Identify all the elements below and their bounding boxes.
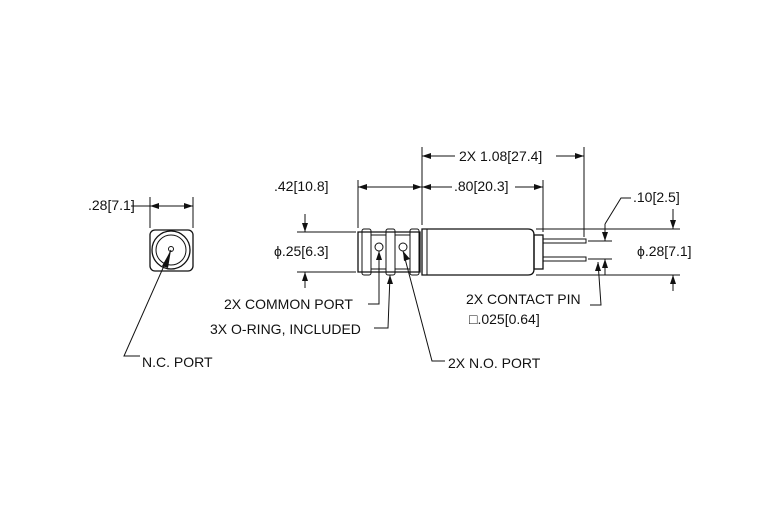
port-offset-label: .42[10.8]	[274, 178, 329, 194]
no-port-leader	[402, 250, 445, 362]
contact-pin-arrow	[595, 262, 601, 271]
contact-pin-size-label: □.025[0.64]	[469, 311, 540, 327]
body-dia-arrow-bottom	[670, 275, 676, 284]
side-view	[357, 228, 587, 276]
nc-port-arrow	[162, 250, 171, 268]
o-ring-callout: 3X O-RING, INCLUDED	[210, 274, 393, 337]
cart-dia-arrow-bottom	[302, 272, 308, 281]
contact-pin-upper	[542, 238, 587, 244]
body-length-arrow-left	[422, 184, 431, 190]
end-view-inner-circle	[155, 234, 187, 266]
o-ring-label: 3X O-RING, INCLUDED	[210, 321, 361, 337]
contact-pin-leader	[590, 261, 602, 306]
pin-spacing-label: .10[2.5]	[633, 189, 680, 205]
pin-arrow-bottom	[602, 259, 608, 268]
overall-arrow-left	[422, 153, 431, 159]
no-port-callout: 2X N.O. PORT	[402, 250, 541, 371]
no-port-hole	[398, 242, 408, 252]
no-port-label: 2X N.O. PORT	[448, 355, 541, 371]
body-length-dim: .80[20.3]	[422, 178, 544, 232]
overall-length-dim: 2X 1.08[27.4]	[421, 147, 585, 237]
pin-spacing-dim: .10[2.5]	[588, 189, 680, 275]
o-ring-1	[361, 228, 372, 276]
cartridge-diameter-dim: ϕ.25[6.3]	[274, 214, 356, 288]
end-view-arrow-right	[184, 203, 193, 209]
body-length-arrow-right	[534, 184, 543, 190]
port-offset-dim: .42[10.8]	[274, 178, 422, 228]
common-port-label: 2X COMMON PORT	[224, 296, 353, 312]
port-offset-arrow-right	[413, 184, 422, 190]
o-ring-2	[385, 228, 396, 276]
pin-spacing-leader	[604, 197, 631, 225]
body-diameter-dim: ϕ.28[7.1]	[536, 209, 692, 291]
common-port-hole	[374, 242, 384, 252]
common-port-callout: 2X COMMON PORT	[224, 251, 382, 312]
body-outline	[421, 228, 535, 276]
end-view-square	[149, 229, 194, 272]
contact-pin-label: 2X CONTACT PIN	[466, 291, 581, 307]
cartridge-outline	[357, 231, 421, 273]
connector-step	[533, 234, 544, 270]
contact-pin-callout: 2X CONTACT PIN □.025[0.64]	[466, 261, 602, 327]
o-ring-arrow	[387, 275, 393, 284]
port-offset-arrow-left	[358, 184, 367, 190]
end-view-outer-circle	[151, 230, 191, 270]
body-diameter-label: ϕ.28[7.1]	[637, 243, 692, 259]
pin-arrow-top	[602, 232, 608, 241]
body-length-label: .80[20.3]	[454, 178, 509, 194]
end-view: .28[7.1] N.C. PORT	[88, 197, 213, 370]
nc-port-leader	[123, 249, 172, 357]
cart-dia-arrow-top	[302, 223, 308, 232]
body-dia-arrow-top	[670, 220, 676, 229]
overall-arrow-right	[575, 153, 584, 159]
end-width-label: .28[7.1]	[88, 197, 135, 213]
overall-length-label: 2X 1.08[27.4]	[459, 148, 542, 164]
common-port-arrow	[376, 251, 382, 260]
o-ring-3	[409, 228, 420, 276]
contact-pin-lower	[542, 256, 587, 262]
o-ring-leader	[374, 274, 391, 329]
nc-port-label: N.C. PORT	[142, 354, 213, 370]
common-port-leader	[368, 251, 380, 305]
nc-port-hole	[168, 246, 174, 252]
cartridge-diameter-label: ϕ.25[6.3]	[274, 243, 329, 259]
no-port-arrow	[403, 251, 410, 261]
end-view-arrow-left	[150, 203, 159, 209]
